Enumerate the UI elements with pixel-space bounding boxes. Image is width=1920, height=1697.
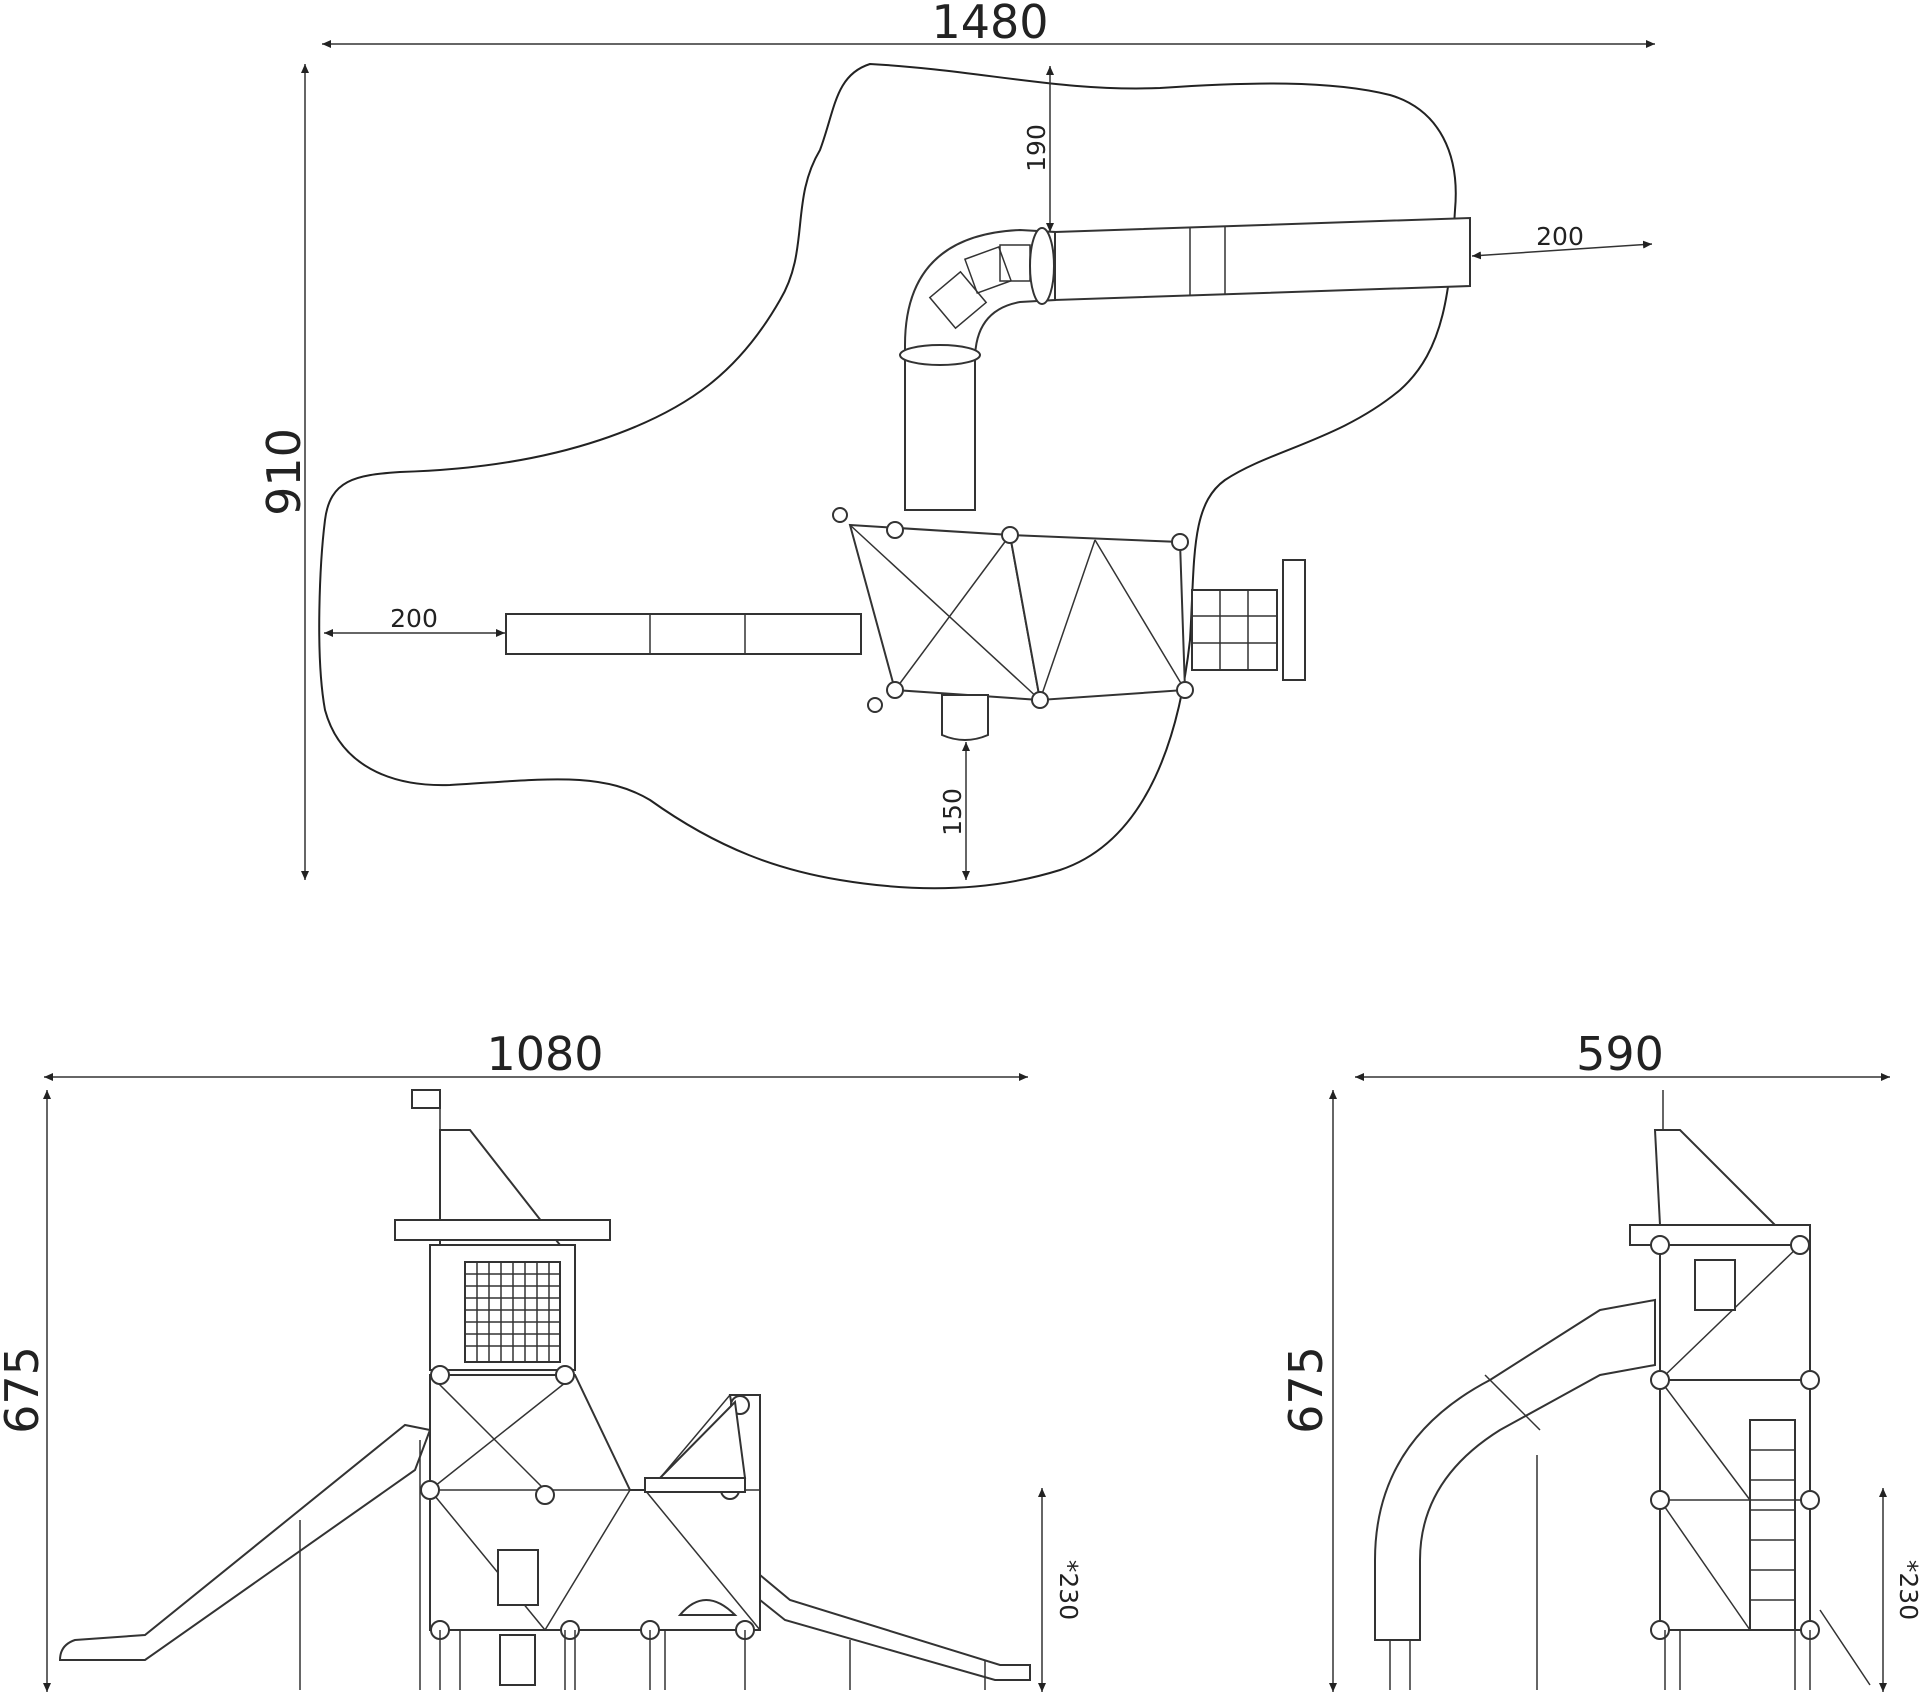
side-tower [1629,1090,1820,1640]
net-climber-plan [1191,559,1306,681]
dim-bottom-clearance: 150 [938,788,967,836]
dim-side-foundation: *230 [1894,1560,1920,1620]
dim-right-clearance: 200 [1536,222,1584,251]
dim-front-height: 675 [0,1346,49,1434]
dim-overall-width: 1480 [931,0,1048,49]
dim-side-height: 675 [1279,1346,1333,1434]
front-tower [394,1089,761,1686]
tube-slide-plan [899,216,1471,511]
dim-top-clearance: 190 [1022,124,1051,172]
dim-line-right-clearance [1471,240,1653,260]
dim-front-width: 1080 [486,1027,603,1081]
dim-overall-depth: 910 [257,428,311,516]
front-slide-left [58,1423,432,1661]
front-roofs [644,1399,747,1493]
side-legs [1664,1609,1871,1690]
front-elevation: 1080 675 *230 [0,1027,1083,1692]
plan-view: 1480 910 190 200 200 150 [257,0,1655,890]
straight-slide-plan [505,613,862,655]
dim-left-clearance: 200 [390,604,438,633]
dim-front-foundation: *230 [1054,1560,1083,1620]
panel-plan [941,694,989,741]
dim-side-width: 590 [1576,1027,1664,1081]
front-legs [439,1630,746,1690]
side-tube-slide [1374,1298,1656,1641]
side-elevation: 590 675 *230 [1279,1027,1920,1692]
safety-zone-outline [318,62,1457,890]
tower-platforms-plan [832,507,1194,713]
front-slide-right [759,1572,1031,1681]
